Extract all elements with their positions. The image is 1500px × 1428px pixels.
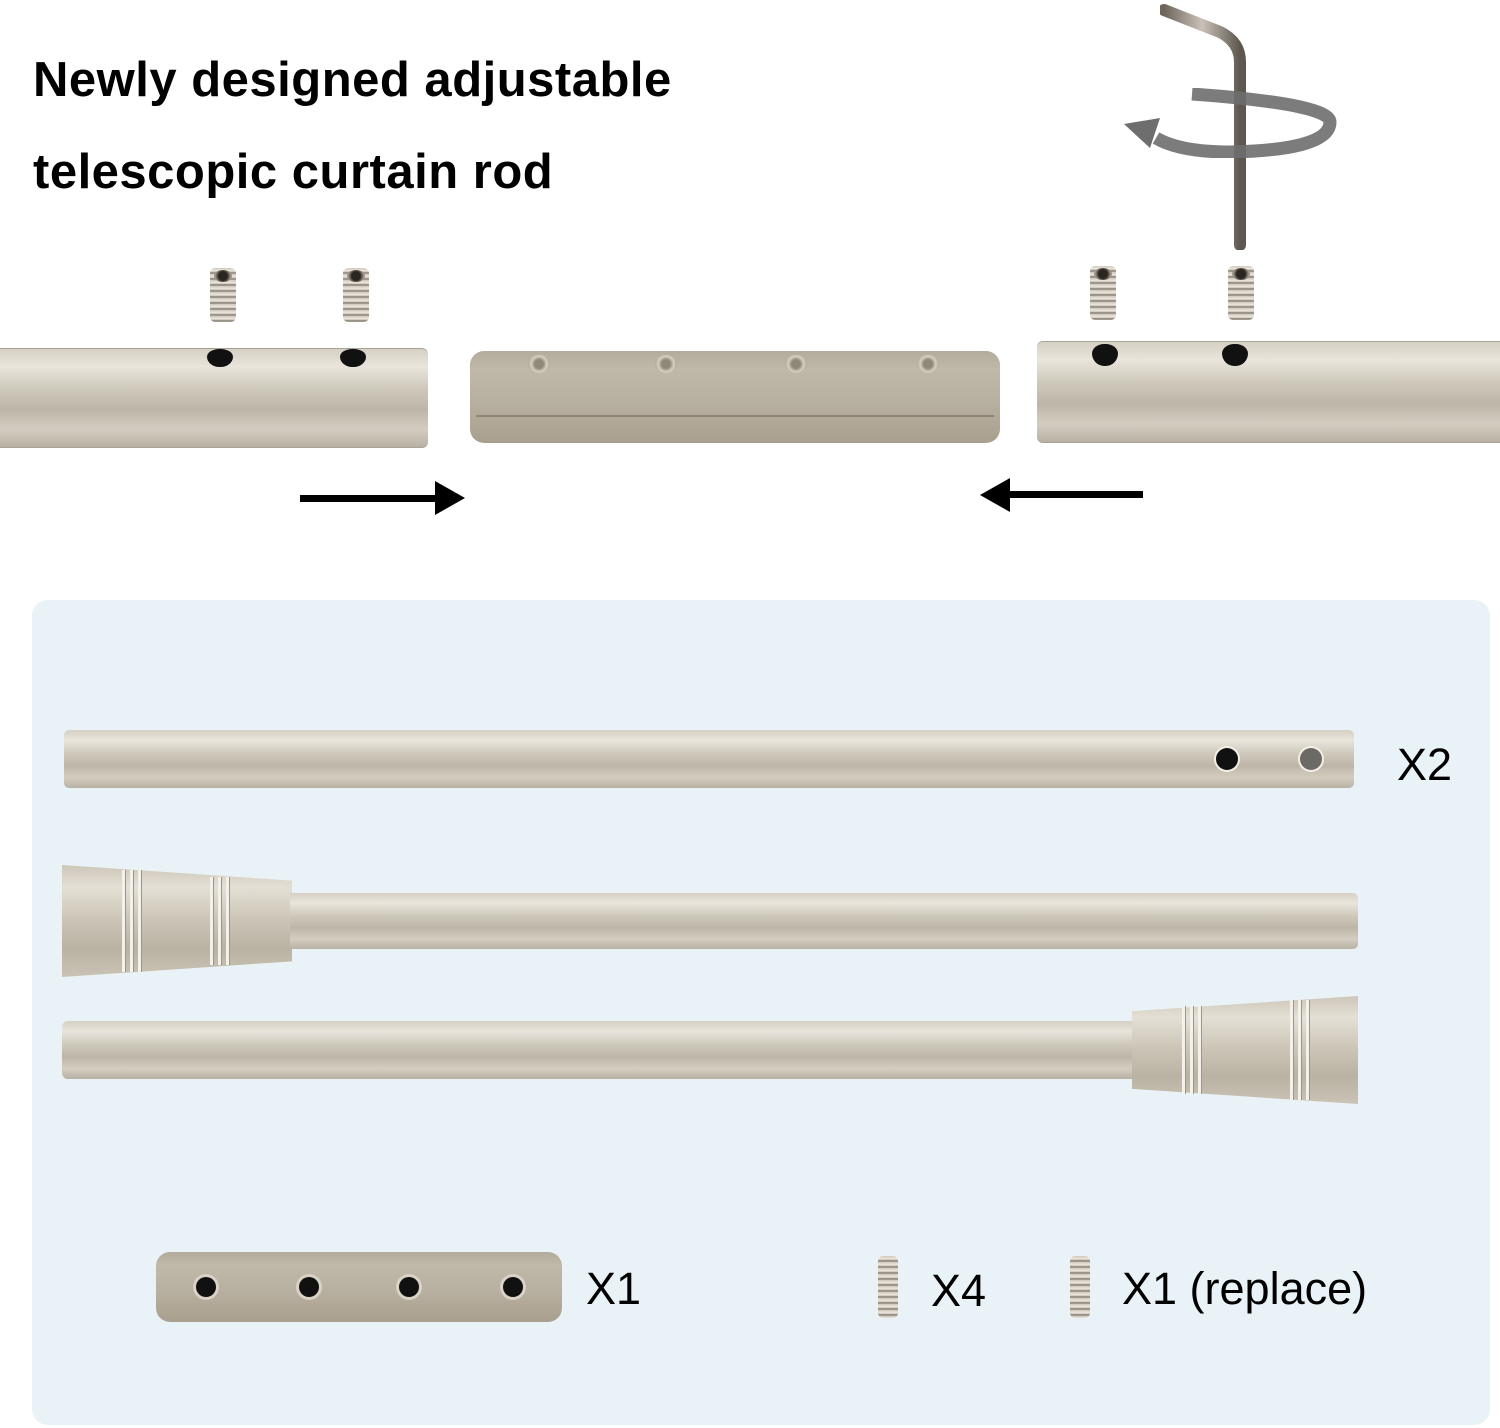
screw-hole [207, 349, 233, 367]
finial-rod-right [62, 1021, 1134, 1079]
threaded-hole [785, 355, 807, 373]
finial-left [62, 865, 292, 977]
connector-part [156, 1252, 562, 1322]
connector-hole [196, 1277, 216, 1297]
set-screw-icon [210, 268, 236, 322]
threaded-hole [917, 355, 939, 373]
connector-hole [399, 1277, 419, 1297]
set-screw-icon [878, 1256, 898, 1318]
headline-line-1: Newly designed adjustable [33, 53, 672, 107]
threaded-hole [655, 355, 677, 373]
threaded-hole [528, 355, 550, 373]
quantity-label: X2 [1397, 739, 1453, 790]
set-screw-icon [1070, 1256, 1090, 1318]
rotate-arrow-icon [1124, 88, 1337, 158]
tube-connector [470, 351, 1000, 443]
set-screw-icon [1228, 266, 1254, 320]
set-screw-icon [1090, 266, 1116, 320]
screw-hole [1222, 344, 1248, 366]
finial-right [1132, 996, 1358, 1104]
quantity-label: X4 [931, 1265, 987, 1316]
inner-tube [64, 730, 1354, 788]
headline-line-2: telescopic curtain rod [33, 145, 554, 199]
connector-seam [476, 415, 994, 417]
screw-hole [1216, 748, 1238, 770]
finial-rod-left [290, 893, 1358, 949]
right-outer-tube [1037, 341, 1500, 443]
screw-hole [340, 349, 366, 367]
connector-hole [503, 1277, 523, 1297]
connector-hole [299, 1277, 319, 1297]
hex-key-icon [1160, 4, 1246, 250]
screw-hole [1300, 748, 1322, 770]
quantity-label: X1 [586, 1263, 642, 1314]
screw-hole [1092, 344, 1118, 366]
left-outer-tube [0, 348, 428, 448]
set-screw-icon [343, 268, 369, 322]
quantity-label: X1 (replace) [1122, 1263, 1368, 1314]
